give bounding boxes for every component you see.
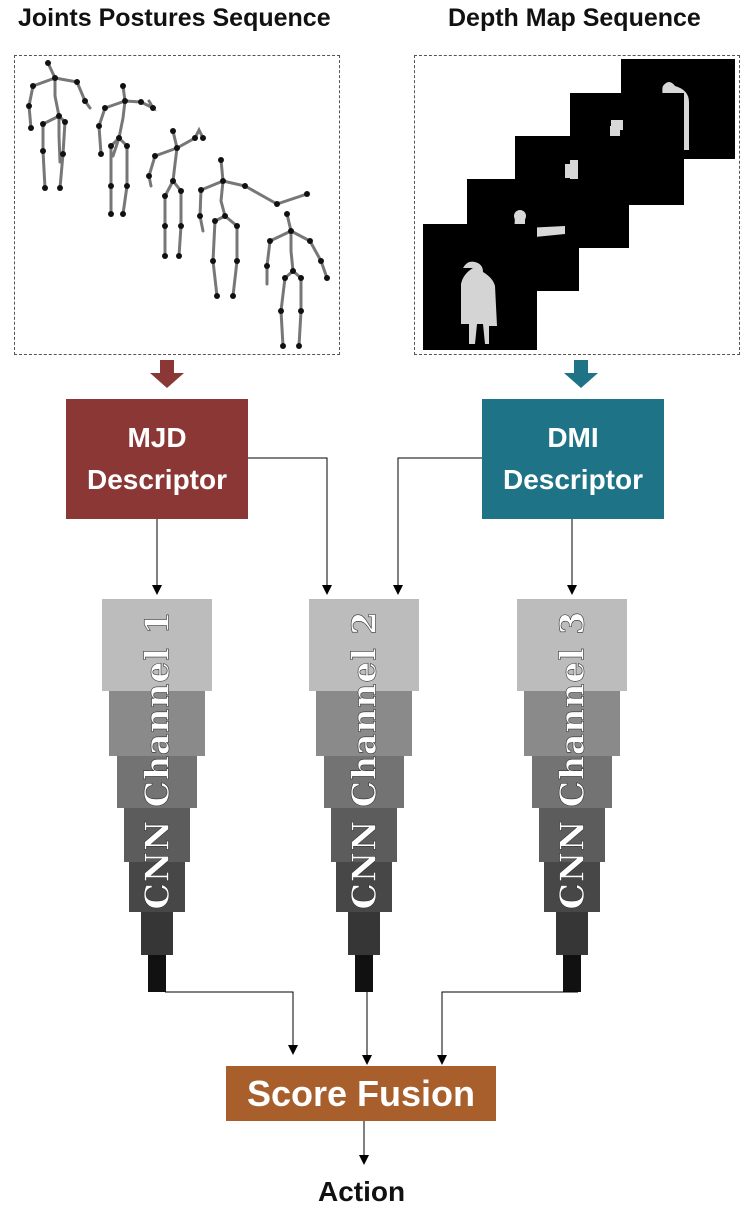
dmi-label: DMI bbox=[547, 422, 599, 453]
cnn-layer-5 bbox=[336, 862, 392, 912]
mjd-descriptor-box: MJD Descriptor bbox=[66, 399, 248, 519]
cnn-layer-1 bbox=[309, 599, 419, 691]
depth-sequence-title: Depth Map Sequence bbox=[448, 4, 701, 32]
cnn-layer-3 bbox=[117, 756, 197, 808]
skeleton-sequence-image bbox=[26, 60, 330, 349]
cnn-layer-5 bbox=[129, 862, 185, 912]
cnn-layer-4 bbox=[124, 808, 190, 862]
action-output-label: Action bbox=[318, 1176, 406, 1207]
cnn-layer-7 bbox=[148, 955, 166, 992]
cnn-channel-3-label: CNN Channel 3 bbox=[553, 611, 592, 910]
mjd-label: MJD bbox=[127, 422, 187, 453]
depth-to-dmi-arrow bbox=[564, 360, 598, 388]
joints-to-mjd-arrow bbox=[150, 360, 184, 388]
cnn-layer-4 bbox=[331, 808, 397, 862]
joints-postures-panel bbox=[14, 55, 340, 355]
dmi-to-channel2-arrow bbox=[393, 457, 482, 595]
cnn-channel-1-label: CNN Channel 1 bbox=[138, 611, 177, 910]
cnn-layer-7 bbox=[563, 955, 581, 992]
cnn-channel-1-tower: CNN Channel 1 bbox=[102, 599, 212, 992]
cnn-layer-4 bbox=[539, 808, 605, 862]
cnn-layer-3 bbox=[532, 756, 612, 808]
cnn-layer-7 bbox=[355, 955, 373, 992]
cnn-layer-2 bbox=[524, 691, 620, 756]
cnn-layer-6 bbox=[141, 912, 173, 955]
cnn-layer-6 bbox=[348, 912, 380, 955]
cnn-channel-3-tower: CNN Channel 3 bbox=[517, 599, 627, 992]
dmi-descriptor-box: DMI Descriptor bbox=[482, 399, 664, 519]
cnn-layer-2 bbox=[109, 691, 205, 756]
cnn-layer-6 bbox=[556, 912, 588, 955]
cnn-layer-1 bbox=[517, 599, 627, 691]
cnn-channel-2-label: CNN Channel 2 bbox=[345, 611, 384, 910]
mjd-to-channel2-arrow bbox=[248, 457, 332, 595]
channel3-to-fusion-arrow bbox=[437, 991, 578, 1065]
cnn-channel-2-tower: CNN Channel 2 bbox=[309, 599, 419, 992]
cnn-layer-5 bbox=[544, 862, 600, 912]
score-fusion-box: Score Fusion bbox=[226, 1066, 496, 1121]
channel1-to-fusion-arrow bbox=[165, 991, 298, 1055]
cnn-layer-1 bbox=[102, 599, 212, 691]
depth-map-panel bbox=[414, 55, 740, 355]
depth-frames-image bbox=[423, 59, 735, 350]
dmi-sublabel: Descriptor bbox=[502, 464, 644, 495]
cnn-layer-3 bbox=[324, 756, 404, 808]
joints-sequence-title: Joints Postures Sequence bbox=[18, 4, 331, 32]
mjd-sublabel: Descriptor bbox=[86, 464, 228, 495]
cnn-layer-2 bbox=[316, 691, 412, 756]
